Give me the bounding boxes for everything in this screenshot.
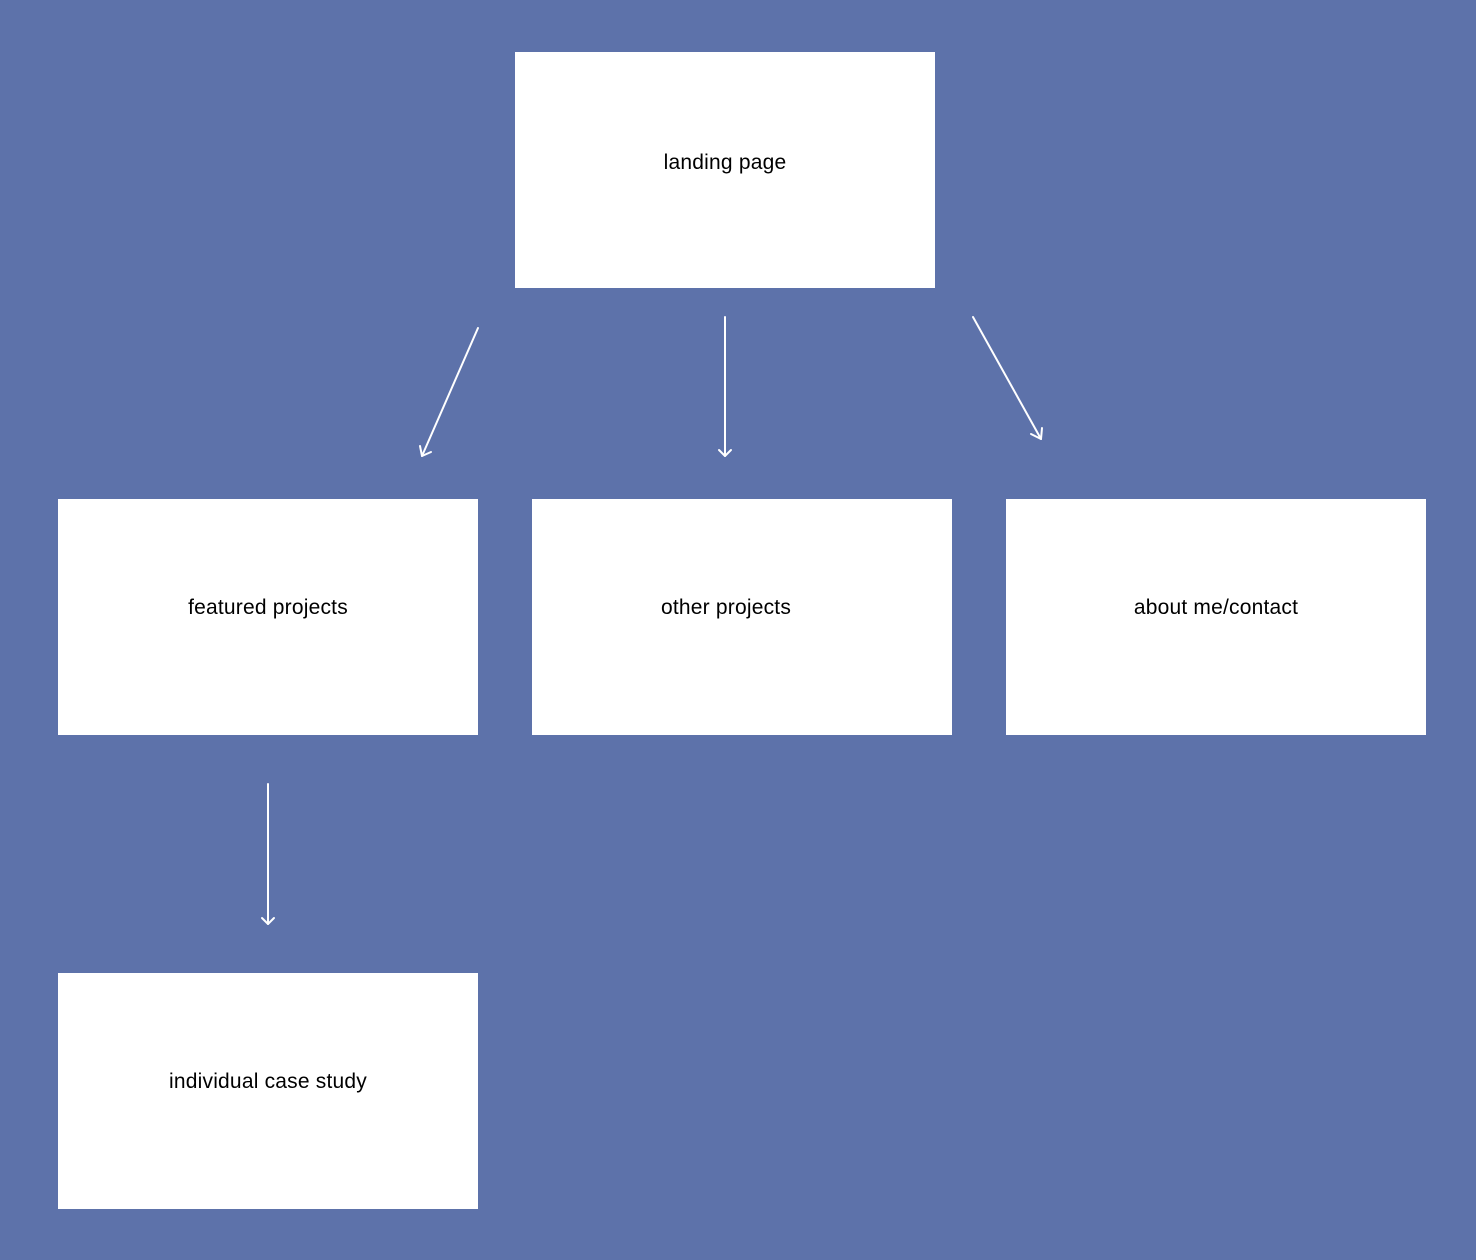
node-label: individual case study	[169, 1070, 367, 1093]
arrow-landing-to-about	[972, 316, 1043, 440]
node-about-contact: about me/contact	[1006, 499, 1426, 735]
arrow-landing-to-other	[718, 316, 732, 457]
arrow-featured-to-case	[261, 783, 275, 925]
node-label: about me/contact	[1133, 596, 1299, 619]
node-other-projects: other projects	[532, 499, 952, 735]
arrow-landing-to-featured	[419, 327, 479, 457]
node-individual-case-study: individual case study	[58, 973, 478, 1209]
node-label: landing page	[663, 151, 787, 174]
node-label: other projects	[660, 596, 792, 619]
node-featured-projects: featured projects	[58, 499, 478, 735]
node-label: featured projects	[188, 596, 348, 619]
node-landing-page: landing page	[515, 52, 935, 288]
